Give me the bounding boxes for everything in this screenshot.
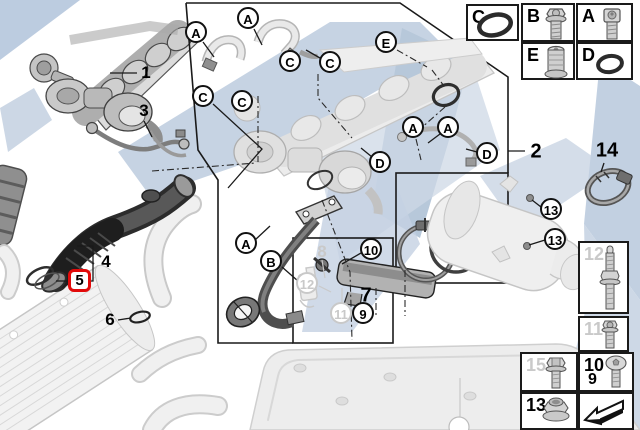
oil-return-pipe-drawing [257,169,344,329]
legend-cell-C[interactable]: C [466,4,519,41]
callout-letter-D[interactable]: D [476,142,498,164]
stud-bolt-icon [599,245,621,310]
direction-arrow-icon [583,399,624,426]
gray-leader-lines [318,259,470,430]
center-dash-lines [151,49,446,341]
callout-letter-A[interactable]: A [185,21,207,43]
catalytic-converter-drawing [426,175,590,292]
o-ring-small-icon [596,53,624,75]
part-label-1[interactable]: 1 [141,63,151,82]
part-cell-13[interactable]: 13 [520,392,578,430]
callout-letter-C[interactable]: C [231,90,253,112]
exhaust-clamp-drawing [584,168,633,206]
part-cell-11-label: 11 [584,319,604,339]
part-cell-15-label: 15 [526,355,547,375]
part-cell-12-label: 12 [584,244,605,264]
clamp-ring-item5-drawing [25,265,60,290]
rubber-ring-drawing [225,296,261,328]
part-cell-10-label: 10 [584,355,605,375]
legend-letter-D: D [582,45,595,65]
callout-number-12[interactable]: 12 [296,272,318,294]
intake-bellows-drawing [0,164,28,246]
part-label-4[interactable]: 4 [101,252,111,271]
o-ring-large-icon [477,12,513,38]
callout-number-13[interactable]: 13 [540,198,562,220]
callout-letter-C[interactable]: C [319,51,341,73]
o-ring-item6-drawing [129,310,151,324]
callout-letter-B[interactable]: B [260,250,282,272]
charge-pipe-drawing [25,174,196,324]
threaded-sleeve-icon [544,45,568,79]
small-bolt-icon [601,320,619,349]
part-label-3[interactable]: 3 [139,101,149,120]
callout-number-10[interactable]: 10 [360,238,382,260]
legend-cell-B[interactable]: B [521,3,575,42]
torx-screw-icon [605,355,627,388]
highlighted-part-5[interactable]: 5 [68,269,91,292]
part-cell-12[interactable]: 12 [578,241,629,314]
callout-letter-A[interactable]: A [235,232,257,254]
flange-nut-icon [542,397,570,422]
oil-line-drawing [85,121,190,158]
callout-letter-A[interactable]: A [237,7,259,29]
part-cell-13-label: 13 [526,395,547,415]
part-label-7[interactable]: 7 [360,284,372,307]
callout-letter-A[interactable]: A [402,116,424,138]
socket-screw-icon [603,8,621,40]
part-cell-10-9[interactable]: 10 9 [578,352,634,392]
leader-lines [56,28,605,321]
part-cell-15[interactable]: 15 [520,352,578,392]
legend-letter-E: E [527,45,540,65]
callout-letter-C[interactable]: C [192,85,214,107]
callout-number-9[interactable]: 9 [352,302,374,324]
part-cell-11[interactable]: 11 [578,316,629,352]
part-cell-9-label: 9 [588,371,597,388]
callout-letter-A[interactable]: A [437,116,459,138]
legend-cell-A[interactable]: A [576,3,633,42]
part-label-14[interactable]: 14 [595,139,619,162]
center-turbo-assembly-drawing [201,19,496,215]
callout-number-11[interactable]: 11 [330,302,352,324]
legend-cell-D[interactable]: D [576,42,633,80]
legend-letter-A: A [582,6,595,26]
part-label-6[interactable]: 6 [105,310,115,329]
callout-letter-E[interactable]: E [375,31,397,53]
part-label-2[interactable]: 2 [530,140,542,163]
callout-letter-D[interactable]: D [369,151,391,173]
callout-number-13[interactable]: 13 [544,228,566,250]
part-cell-arrow[interactable] [578,392,634,430]
part-label-8[interactable]: 8 [317,242,327,261]
legend-letter-B: B [527,6,540,26]
flange-bolt-icon [545,8,567,40]
legend-cell-E[interactable]: E [521,42,575,80]
callout-letter-C[interactable]: C [279,50,301,72]
hex-flange-bolt-icon [545,357,567,389]
